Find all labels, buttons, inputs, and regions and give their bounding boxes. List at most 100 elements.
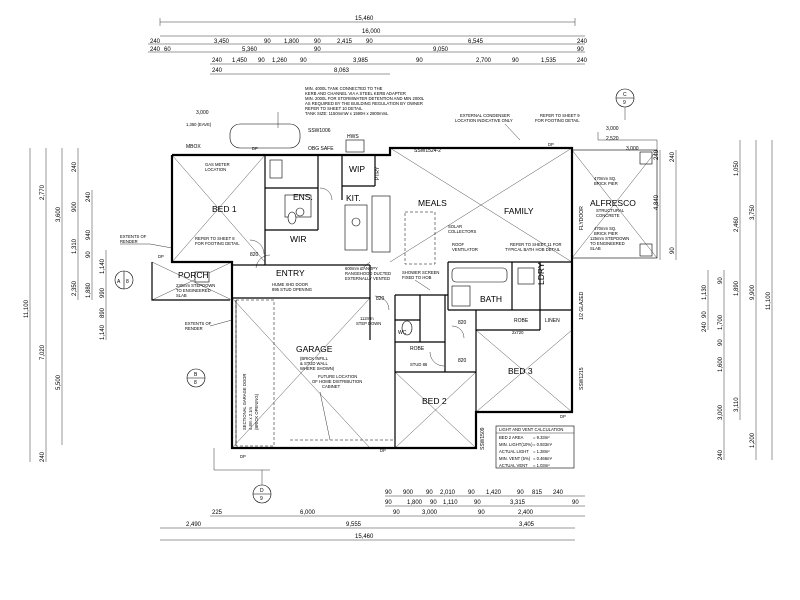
dim-top-row3-3: 90 xyxy=(314,39,321,45)
laundry-tub-icon xyxy=(517,267,535,285)
note-stud-opening: STUD 86 xyxy=(410,362,428,367)
room-label-bath: BATH xyxy=(480,294,502,304)
dim-bottom-row3-1: 6,000 xyxy=(300,510,316,516)
dim-top-row4-end-b: 60 xyxy=(164,47,171,53)
note-sheet-3x: 3,000 xyxy=(626,146,639,152)
dim-left-col6-3: 1,140 xyxy=(100,324,106,340)
note-step-porch-2: SLAB xyxy=(176,293,187,298)
note-garage-wall-0: (BRICK INFILL xyxy=(300,356,329,361)
note-step-porch-1: TO ENGINEERED xyxy=(176,288,211,293)
note-obg-safe: OBG SAFE xyxy=(308,146,334,152)
dim-top-row3-0: 3,450 xyxy=(214,39,230,45)
dim-right-outer: 11,100 xyxy=(766,291,772,310)
note-door-820-a: 820 xyxy=(250,252,259,258)
dim-top-row3-4: 2,415 xyxy=(337,39,353,45)
note-door-820-c: 820 xyxy=(458,358,467,364)
dim-top-row3-1: 90 xyxy=(264,39,271,45)
note-garage-door-2: (BRICK OPENING) xyxy=(254,393,259,430)
vent-row-2-value: = 1.28m² xyxy=(533,449,550,454)
dim-bottom-row1-1: 900 xyxy=(403,490,414,496)
left-dimensions: 11,100 2,770 7,020 240 3,600 5,500 240 9… xyxy=(24,148,107,462)
vent-row-4-label: ACTUAL VENT xyxy=(499,463,528,468)
note-roof-vent-0: ROOF xyxy=(452,242,465,247)
room-label-bed1: BED 1 xyxy=(212,204,237,214)
dim-right-col4-3: 90 xyxy=(670,247,676,254)
note-sheet-3000: 3,000 xyxy=(606,126,619,132)
room-label-pantry: PTRY xyxy=(375,166,381,180)
cooktop-icon xyxy=(351,217,361,227)
vent-row-1-label: MIN. LIGHT(10%) xyxy=(499,442,533,447)
note-door-820-b: 820 xyxy=(376,296,385,302)
dim-bottom-row1-8: 240 xyxy=(553,490,564,496)
note-canopy-0: 600mm CANOPY xyxy=(345,266,378,271)
note-dp1: DP xyxy=(252,146,258,151)
note-distribution-0: FUTURE LOCATION xyxy=(318,374,357,379)
bath-shower-icon xyxy=(451,285,471,307)
dim-top-overall: 15,460 xyxy=(355,16,374,22)
top-dimensions: 15,460 16,000 240 3,450 90 1,800 90 2,41… xyxy=(148,16,588,75)
bottom-dimensions: 90 900 90 2,010 90 1,420 90 815 240 90 1… xyxy=(160,490,585,541)
note-stepdown-slab-0: 125mm STEPDOWN xyxy=(590,236,629,241)
dim-left-col3-0: 3,600 xyxy=(56,206,62,222)
ensuite-toilet-icon xyxy=(287,211,297,225)
kitchen-bench-icon xyxy=(344,204,368,251)
dim-bottom-row1-4: 90 xyxy=(468,490,475,496)
note-extents-render1-0: EXTENTS OF xyxy=(120,234,147,239)
note-refer-sheet11-1: TYPICAL BATH HOB DETAIL xyxy=(505,247,561,252)
note-step-down-1: STEP DOWN xyxy=(356,321,381,326)
room-label-wc: WC xyxy=(398,330,407,336)
dim-right-col3-2: 1,890 xyxy=(734,280,740,296)
section-marker-b-id: B xyxy=(194,372,198,378)
note-dp2: DP xyxy=(548,142,554,147)
dim-bottom-row2-1: 1,800 xyxy=(407,500,423,506)
dim-right-col5-3: 1,600 xyxy=(718,356,724,372)
note-hume-door-0: HUME XHD DOOR xyxy=(272,282,308,287)
room-label-wip: WIP xyxy=(349,164,365,174)
shower-icon xyxy=(284,194,312,218)
dim-right-col6-1: 90 xyxy=(702,311,708,318)
dim-top-row5-2: 1,260 xyxy=(272,58,288,64)
dim-right-col5-1: 1,700 xyxy=(718,314,724,330)
note-dp6: DP xyxy=(158,254,164,259)
section-marker-c-id: C xyxy=(623,92,627,98)
dim-bottom-row1-5: 1,420 xyxy=(486,490,502,496)
dim-left-col4-1: 900 xyxy=(72,201,78,212)
note-brick-pier1-0: 470mm SQ. xyxy=(594,176,616,181)
note-canopy-2: EXTERNALLY VENTED xyxy=(345,276,390,281)
note-extents-render1-1: RENDER xyxy=(120,239,138,244)
note-condenser-1: LOCATION INDICATIVE ONLY xyxy=(455,118,513,123)
dim-top-row5-3: 90 xyxy=(300,58,307,64)
vent-row-3-value: = 0.466m² xyxy=(533,456,553,461)
note-refer-sheet11-0: REFER TO SHEET 11 FOR xyxy=(510,242,562,247)
note-dp3: DP xyxy=(240,454,246,459)
dim-right-col6-0: 1,130 xyxy=(702,284,708,300)
note-extents-render2-1: RENDER xyxy=(185,326,203,331)
room-label-family: FAMILY xyxy=(504,206,534,216)
ceiling-diagonals xyxy=(151,147,573,449)
note-gas-meter-1: LOCATION xyxy=(205,167,226,172)
dim-top-row4-end-c: 90 xyxy=(577,47,584,53)
note-tank-5: TANK SIZE: 1150mmW x 1590H x 2800mmL xyxy=(305,111,389,116)
dim-top-row4-0: 5,360 xyxy=(242,47,258,53)
note-brick-pier2-0: 470mm SQ. xyxy=(594,226,616,231)
section-marker-a-sheet: 8 xyxy=(126,279,129,285)
room-label-kit: KIT. xyxy=(346,193,361,203)
dim-bottom-row2-4: 90 xyxy=(474,500,481,506)
dim-top-row5-5: 90 xyxy=(416,58,423,64)
room-label-robe-bed2: ROBE xyxy=(410,346,425,352)
note-extents-render2-0: EXTENTS OF xyxy=(185,321,212,326)
note-ssw1524: SSW1524-2 xyxy=(414,148,441,154)
note-stepdown-slab-1: TO ENGINEERED xyxy=(590,241,625,246)
room-label-bed3: BED 3 xyxy=(508,366,533,376)
hot-water-system-icon xyxy=(345,139,365,153)
dim-bottom-row2-3: 1,110 xyxy=(443,500,458,506)
note-stepdown-slab-2: SLAB xyxy=(590,246,601,251)
dim-right-col2-2: 1,200 xyxy=(750,432,756,448)
room-label-hws: HWS xyxy=(347,134,359,140)
dim-bottom-row4-0: 2,490 xyxy=(186,522,202,528)
section-marker-c-sheet: 9 xyxy=(623,100,626,106)
dim-top-row2: 16,000 xyxy=(362,29,381,35)
dim-top-row4-1: 90 xyxy=(314,47,321,53)
section-marker-b-sheet: 8 xyxy=(194,380,197,386)
note-tank-0: MIN. 4000L TANK CONNECTED TO THE xyxy=(305,86,383,91)
